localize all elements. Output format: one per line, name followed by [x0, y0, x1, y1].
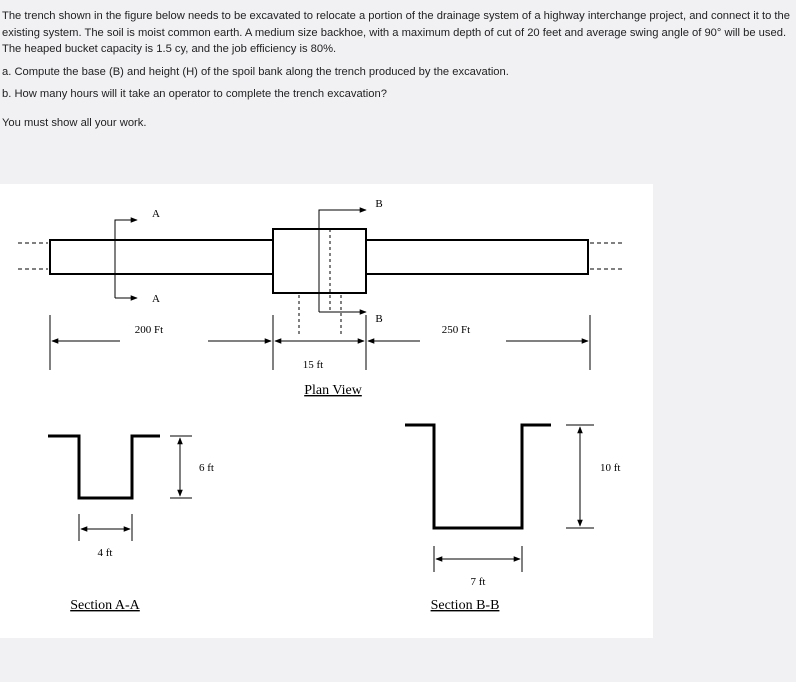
trench-drawing: A A B B: [18, 198, 624, 613]
work-instruction: You must show all your work.: [2, 116, 147, 129]
section-b-label-bottom: B: [375, 313, 382, 325]
trench-figure: A A B B: [0, 184, 653, 638]
section-aa-width-dimension: [78, 514, 133, 541]
section-bb-width-dimension: [433, 546, 523, 572]
section-aa-trench-outline: [48, 434, 160, 500]
section-bb: 10 ft 7 ft Section B-B: [405, 423, 620, 613]
section-aa-depth-label: 6 ft: [199, 462, 214, 474]
question-text: The trench shown in the figure below nee…: [2, 8, 792, 131]
part-b-question: b. How many hours will it take an operat…: [2, 88, 387, 100]
section-b-label-top: B: [375, 198, 382, 210]
length-middle-label: 15 ft: [303, 359, 323, 371]
plan-view-caption: Plan View: [304, 383, 363, 398]
section-a-label-bottom: A: [152, 293, 160, 305]
part-a-question: a. Compute the base (B) and height (H) o…: [2, 65, 509, 78]
trench-right-segment: [365, 239, 589, 275]
section-bb-caption: Section B-B: [431, 598, 500, 613]
existing-system-right: [590, 242, 624, 270]
section-aa-depth-dimension: [170, 435, 192, 499]
trench-left-segment: [49, 239, 274, 275]
existing-system-left: [18, 242, 48, 270]
section-b-cut-line: [318, 207, 367, 315]
middle-block-dashed-ticks: [298, 295, 342, 334]
section-bb-depth-label: 10 ft: [600, 462, 620, 474]
section-a-label-top: A: [152, 208, 160, 220]
section-bb-width-label: 7 ft: [471, 576, 486, 588]
length-left-label: 200 Ft: [135, 324, 163, 336]
problem-statement: The trench shown in the figure below nee…: [2, 10, 790, 55]
section-aa: 6 ft 4 ft Section A-A: [48, 434, 214, 613]
section-aa-caption: Section A-A: [70, 598, 140, 613]
section-aa-width-label: 4 ft: [98, 547, 113, 559]
plan-view: A A B B: [18, 198, 624, 398]
section-bb-depth-dimension: [566, 424, 594, 529]
length-right-label: 250 Ft: [442, 324, 470, 336]
section-bb-trench-outline: [405, 423, 551, 530]
dimension-extension-lines: [49, 315, 591, 370]
section-a-cut-line: [114, 217, 138, 301]
